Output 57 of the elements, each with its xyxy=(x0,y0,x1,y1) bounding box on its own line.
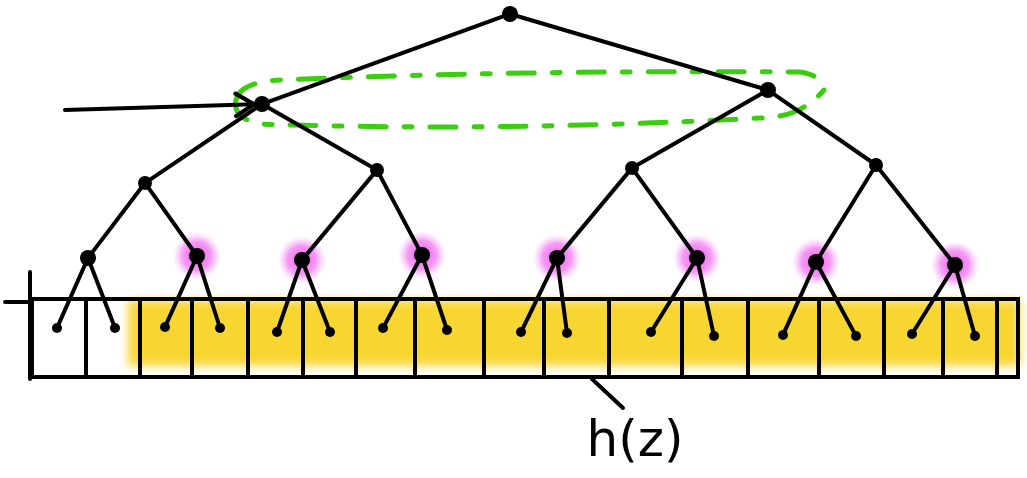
tree-edge xyxy=(696,263,715,334)
leaf-dot xyxy=(516,327,526,337)
tree-edge xyxy=(267,14,505,104)
leaf-dot xyxy=(970,331,980,341)
tree-edge xyxy=(383,260,421,326)
tree-edge xyxy=(515,14,763,90)
tree-edge xyxy=(422,260,448,328)
leaf-dot xyxy=(562,328,572,338)
arrow xyxy=(63,91,257,119)
tree-edge xyxy=(772,92,873,163)
tree-edge xyxy=(90,186,143,254)
tree-edge xyxy=(197,261,221,326)
leader-line xyxy=(590,377,625,410)
tree-edge xyxy=(305,173,375,256)
leaf-dot xyxy=(907,329,917,339)
leaf-dot xyxy=(110,323,120,333)
tree-edge xyxy=(556,263,569,331)
tree-node-dot xyxy=(869,158,883,172)
function-label: h(z) xyxy=(560,408,710,470)
leaf-dot xyxy=(215,323,225,333)
tree-edge xyxy=(276,265,302,330)
tree-edge xyxy=(88,263,116,326)
leaf-dot xyxy=(272,327,282,337)
tree-edge xyxy=(521,263,556,330)
tree-node-dot xyxy=(760,82,776,98)
leaf-dot xyxy=(646,327,656,337)
tree-node-dot xyxy=(370,163,384,177)
leaf-dot xyxy=(160,322,170,332)
tree-edge xyxy=(634,171,695,254)
tree-edge xyxy=(912,269,953,332)
tree-node-dot xyxy=(254,96,270,112)
tree-edge xyxy=(378,174,421,250)
tree-edge xyxy=(147,186,195,252)
tree-edge xyxy=(651,262,695,330)
tree-edge xyxy=(783,267,815,333)
tree-edge xyxy=(165,261,196,325)
tree-node-dot xyxy=(502,6,518,22)
tree-node-dot xyxy=(625,161,639,175)
tree-edge xyxy=(636,92,764,167)
tree-edge xyxy=(302,265,331,330)
leaf-dot xyxy=(52,323,62,333)
leaf-dot xyxy=(709,331,719,341)
leaf-dot xyxy=(778,330,788,340)
tree-edge xyxy=(817,267,856,334)
leaf-dot xyxy=(378,323,388,333)
tree-edge xyxy=(818,168,875,258)
tree-edge xyxy=(878,168,953,261)
tree-edge xyxy=(148,106,258,182)
tree-node-dot xyxy=(80,250,96,266)
tree-edge xyxy=(266,106,373,169)
tree-edge xyxy=(560,171,630,254)
tree-edge xyxy=(955,270,976,334)
leaf-dot xyxy=(442,325,452,335)
tree-edge xyxy=(57,263,87,326)
leaf-dot xyxy=(325,327,335,337)
tree-node-dot xyxy=(138,176,152,190)
leaf-dot xyxy=(851,331,861,341)
